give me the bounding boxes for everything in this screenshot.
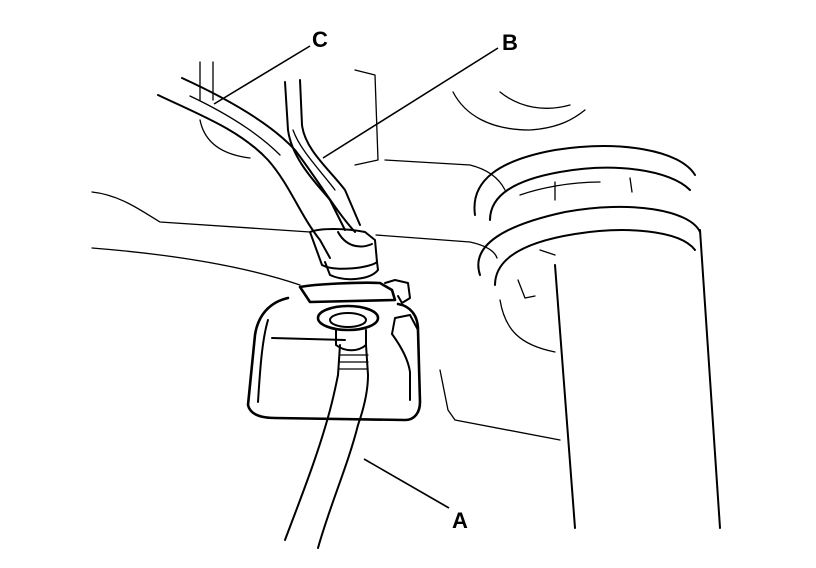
bracket: [246, 279, 422, 422]
hose-b: [284, 79, 361, 231]
union-fitting: [309, 228, 379, 281]
callout-c: C: [213, 27, 328, 105]
callout-label-c: C: [312, 27, 328, 52]
callout-label-a: A: [452, 508, 468, 533]
callout-b: B: [322, 30, 518, 159]
body-panel-lines: [91, 61, 561, 441]
coil-spring: [452, 91, 721, 529]
callout-label-b: B: [502, 30, 518, 55]
hose-a: [284, 304, 380, 549]
callout-a: A: [363, 458, 468, 533]
